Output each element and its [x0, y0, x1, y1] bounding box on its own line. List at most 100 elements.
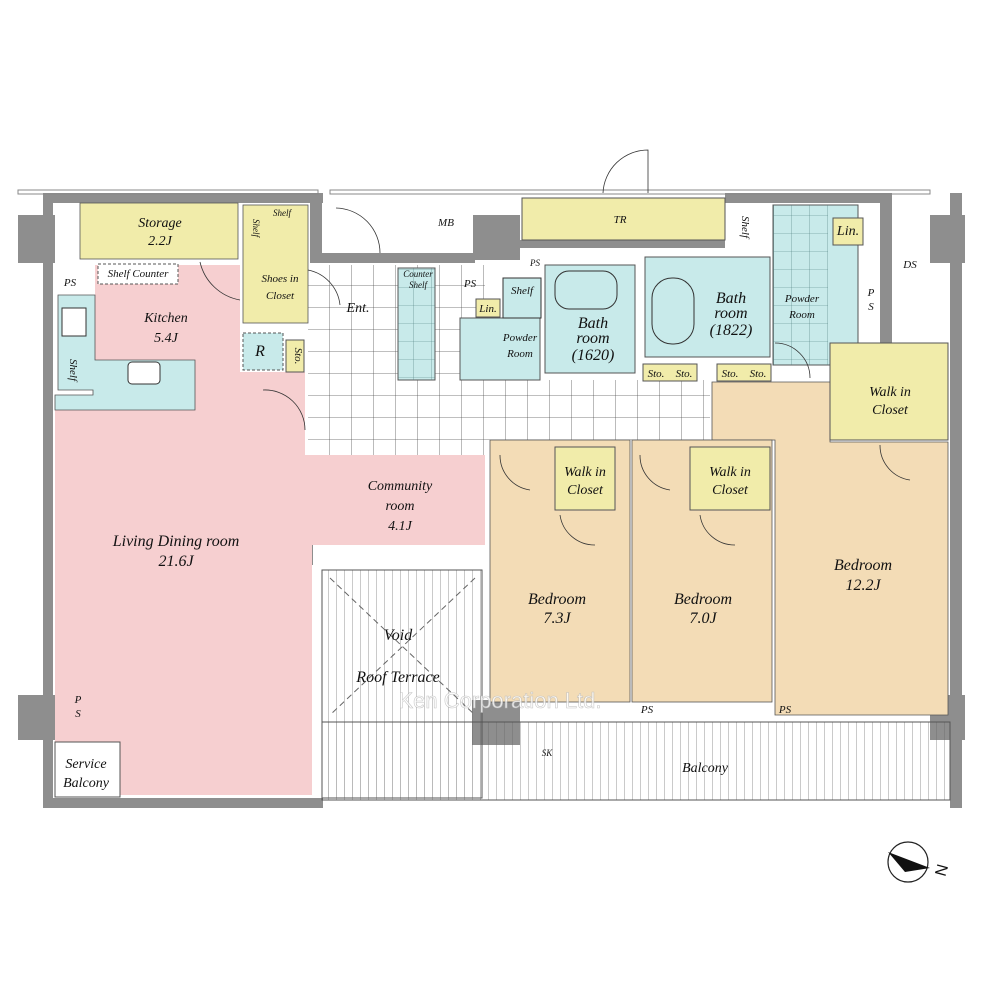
powder-room-1 [459, 317, 541, 381]
bathtub-icon [651, 277, 695, 345]
sk-label: SK [542, 748, 554, 758]
storage [79, 202, 239, 260]
ps-label: PS [463, 278, 477, 290]
walk-in-closet-main [829, 342, 949, 441]
service-balcony-label: Service [65, 757, 106, 772]
window [17, 189, 319, 195]
shelf-counter-label: Shelf Counter [108, 268, 170, 280]
living-dining-label: Living Dining room [112, 533, 240, 550]
shelf-label: Shelf [739, 216, 751, 240]
shoes-closet-label: Shoes in [262, 273, 299, 285]
walk-in-closet-1 [554, 446, 616, 511]
walk-in-closet-label: Closet [872, 403, 909, 418]
refrigerator-label: R [254, 343, 265, 360]
sink-icon [127, 361, 161, 385]
stove-icon [61, 307, 87, 337]
linen-closet-1 [475, 298, 501, 318]
watermark: Ken Corporation Ltd. [398, 688, 601, 713]
service-balcony-label: Balcony [63, 776, 110, 791]
bathroom-label: Bath [578, 315, 608, 332]
balcony-label: Balcony [682, 761, 729, 776]
mb-label: MB [437, 217, 454, 229]
door-swings [199, 149, 911, 546]
corridor [485, 380, 710, 440]
community-room-label: Community [368, 479, 433, 494]
shelf-label: Shelf [251, 219, 261, 238]
tr-label: TR [614, 214, 627, 226]
powder-room-label: Powder [784, 293, 820, 305]
powder-room-label: Room [506, 348, 533, 360]
walk-in-closet-label: Closet [567, 483, 604, 498]
kitchen-size: 5.4J [154, 331, 179, 346]
ds-label: DS [902, 259, 917, 271]
walk-in-closet-label: Walk in [564, 465, 606, 480]
bathroom-1620 [544, 264, 636, 374]
ps-label: PS [529, 258, 540, 268]
entrance-label: Ent. [346, 301, 370, 316]
bedroom-size: 7.3J [543, 610, 571, 627]
refrigerator-space [242, 332, 284, 371]
sto-closet [285, 339, 305, 373]
void-label: Void [384, 627, 413, 644]
sto-label: Sto. [722, 368, 739, 380]
bathtub-icon [554, 270, 618, 310]
walk-in-closet-label: Closet [712, 483, 749, 498]
sto-closet [642, 363, 698, 382]
shoes-closet-label: Closet [266, 290, 295, 302]
bathroom-size: (1620) [572, 347, 615, 364]
p-label: P [74, 694, 82, 706]
linen-closet-2 [832, 217, 864, 246]
ps-label: PS [640, 704, 654, 716]
shelf-label: Shelf [511, 285, 535, 297]
shelf-counter [97, 263, 179, 285]
sto-label: Sto. [676, 368, 693, 380]
ps-label: PS [63, 277, 77, 289]
storage-label: Storage [138, 216, 182, 231]
north-compass-icon: N [887, 841, 952, 883]
s-label: S [75, 708, 81, 720]
sto-closet [716, 363, 772, 382]
bedroom-size: 12.2J [845, 577, 881, 594]
counter-label: Counter [403, 269, 433, 279]
roof-terrace-label: Roof Terrace [355, 669, 439, 686]
entrance-hall [308, 265, 485, 455]
shelf-label: Shelf [273, 208, 292, 218]
sto-label: Sto. [648, 368, 665, 380]
shelf-label: Shelf [67, 359, 79, 383]
storage-size: 2.2J [148, 234, 173, 249]
compass-label: N [933, 863, 952, 879]
walk-in-closet-label: Walk in [709, 465, 751, 480]
community-room-size: 4.1J [388, 519, 413, 534]
powder-room-label: Room [788, 309, 815, 321]
balcony [321, 721, 951, 801]
shelf-unit [502, 277, 542, 319]
powder-room-label: Powder [502, 332, 538, 344]
linen-label: Lin. [836, 224, 859, 239]
kitchen-label: Kitchen [143, 311, 188, 326]
trunk-room [521, 197, 726, 241]
community-room-label: room [385, 499, 414, 514]
bedroom-size: 7.0J [689, 610, 717, 627]
bathroom-label: room [714, 305, 747, 322]
linen-label: Lin. [478, 303, 496, 315]
bathroom-label: Bath [716, 290, 746, 307]
shelf-label: Shelf [409, 280, 428, 290]
void-marker [329, 577, 476, 716]
walk-in-closet-label: Walk in [869, 385, 911, 400]
bedroom-label: Bedroom [528, 591, 586, 608]
ps-label: PS [778, 704, 792, 716]
s-label: S [868, 301, 874, 313]
living-dining-area [55, 265, 485, 795]
service-balcony [54, 741, 121, 798]
bathroom-1822 [644, 256, 771, 358]
bedroom-label: Bedroom [834, 557, 892, 574]
window [329, 189, 931, 195]
sto-label: Sto. [292, 348, 304, 365]
shoes-closet [242, 204, 309, 324]
bedroom-label: Bedroom [674, 591, 732, 608]
sto-label: Sto. [750, 368, 767, 380]
walk-in-closet-2 [689, 446, 771, 511]
bathroom-label: room [576, 330, 609, 347]
living-dining-size: 21.6J [158, 553, 194, 570]
